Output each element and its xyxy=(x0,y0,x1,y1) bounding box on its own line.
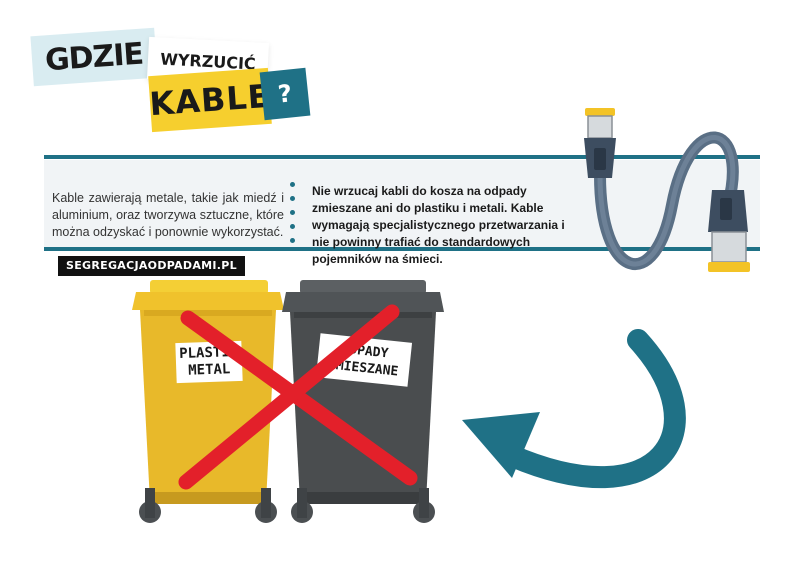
bullet-dot xyxy=(290,196,295,201)
info-right-text: Nie wrzucaj kabli do kosza na odpady zmi… xyxy=(312,184,565,266)
info-panel xyxy=(44,160,760,248)
bullet-dot xyxy=(290,210,295,215)
bullet-column xyxy=(290,182,304,252)
curved-arrow-icon xyxy=(462,329,686,489)
bullet-dot xyxy=(290,182,295,187)
site-badge[interactable]: SEGREGACJAODPADAMI.PL xyxy=(58,256,245,276)
bullet-dot xyxy=(290,238,295,243)
ethernet-cable-icon xyxy=(584,108,750,272)
panel-bottom-line xyxy=(44,247,760,251)
info-left-text: Kable zawierają metale, takie jak miedź … xyxy=(52,191,284,239)
panel-top-line xyxy=(44,155,760,159)
bullet-dot xyxy=(290,224,295,229)
